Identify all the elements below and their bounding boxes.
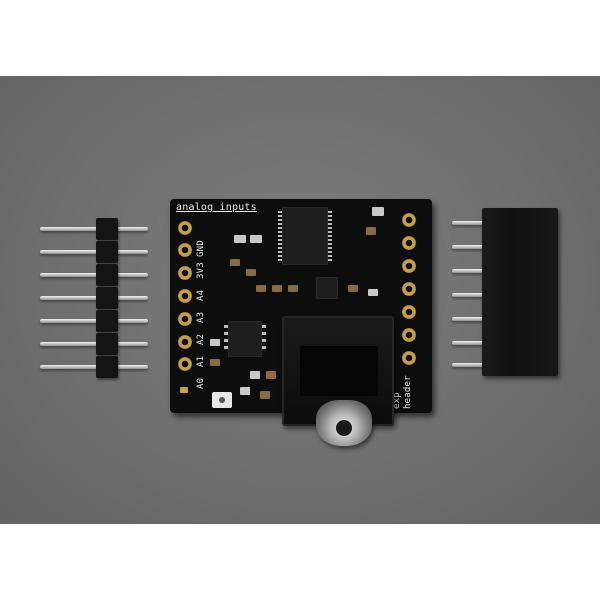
pin-pad (402, 282, 416, 296)
socket-pin (452, 293, 486, 297)
resistor (250, 235, 262, 243)
header-plastic (96, 356, 118, 378)
resistor (240, 387, 250, 395)
header-plastic (96, 241, 118, 263)
capacitor (348, 285, 358, 292)
header-plastic (96, 218, 118, 240)
pin-pad (178, 266, 192, 280)
capacitor (266, 371, 276, 379)
resistor (368, 289, 378, 296)
resistor (372, 207, 384, 216)
socket-housing (482, 208, 558, 376)
led (180, 387, 188, 393)
pin-pad (402, 305, 416, 319)
header-plastic (96, 264, 118, 286)
pin-label: A2 (196, 333, 206, 345)
capacitor (288, 285, 298, 292)
resistor (250, 371, 260, 379)
pin-pad (402, 259, 416, 273)
resistor (210, 339, 220, 346)
socket-pin (452, 317, 486, 321)
capacitor (230, 259, 240, 266)
header-plastic (96, 287, 118, 309)
header-plastic (96, 333, 118, 355)
codec-chip (278, 207, 332, 265)
header-pin (40, 227, 148, 231)
header-pin (40, 342, 148, 346)
female-socket-header (452, 208, 562, 378)
header-pin (40, 296, 148, 300)
pin-label: A0 (196, 377, 206, 389)
pin-label: A1 (196, 355, 206, 367)
header-pin (40, 319, 148, 323)
header-label: header (403, 375, 413, 409)
pin-pad (178, 357, 192, 371)
pin-pad (178, 243, 192, 257)
capacitor (366, 227, 376, 235)
capacitor (210, 359, 220, 366)
capacitor (260, 391, 270, 399)
capacitor (246, 269, 256, 276)
microphone (212, 392, 232, 408)
socket-pin (452, 363, 486, 367)
header-pin (40, 365, 148, 369)
circuit-board: analog inputs GND 3V3 A4 A3 A2 A1 A0 exp… (170, 199, 432, 413)
amplifier-chip (224, 321, 266, 357)
pin-pad (178, 312, 192, 326)
small-chip (316, 277, 338, 299)
male-pin-header (40, 214, 150, 378)
resistor (234, 235, 246, 243)
capacitor (272, 285, 282, 292)
socket-pin (452, 245, 486, 249)
pin-label: GND (196, 240, 206, 257)
pin-pad (402, 213, 416, 227)
header-plastic (96, 310, 118, 332)
socket-pin (452, 221, 486, 225)
jack-hole (336, 420, 352, 436)
pin-pad (178, 221, 192, 235)
pin-pad (402, 351, 416, 365)
socket-pin (452, 269, 486, 273)
pin-pad (178, 289, 192, 303)
pin-label: 3V3 (196, 262, 206, 279)
capacitor (256, 285, 266, 292)
pin-pad (402, 328, 416, 342)
pin-pad (178, 335, 192, 349)
pin-label: A4 (196, 289, 206, 301)
pin-label: A3 (196, 311, 206, 323)
jack-opening (300, 346, 378, 396)
socket-pin (452, 341, 486, 345)
pin-pad (402, 236, 416, 250)
header-pin (40, 273, 148, 277)
header-pin (40, 250, 148, 254)
analog-inputs-label: analog inputs (176, 202, 257, 213)
